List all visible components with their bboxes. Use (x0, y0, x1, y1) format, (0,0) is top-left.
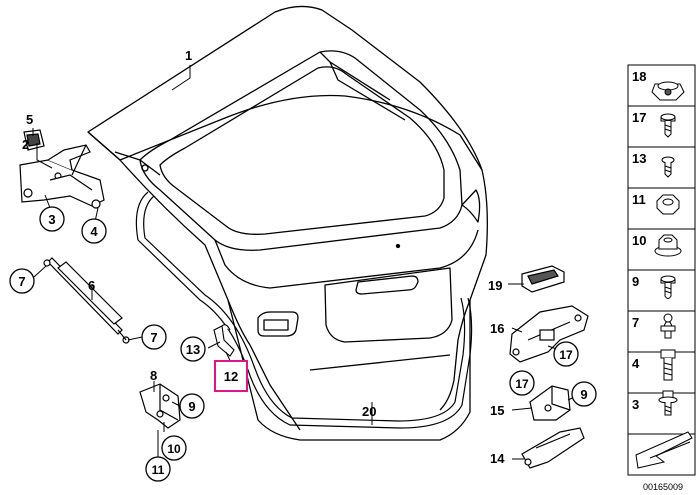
sidebar-item-number: 9 (632, 274, 639, 289)
callout-11: 11 (152, 463, 165, 477)
arrow-icon (635, 431, 693, 469)
doc-id: 00165009 (643, 482, 683, 492)
sidebar-item-number: 13 (632, 151, 646, 166)
callout-19: 19 (488, 278, 502, 293)
sidebar-box (627, 105, 696, 148)
callout-13: 13 (186, 342, 200, 357)
callout-15: 15 (490, 403, 504, 418)
seal-drawing (135, 191, 473, 429)
callout-20: 20 (362, 404, 376, 419)
sidebar-item-number: 17 (632, 110, 646, 125)
callout-10: 10 (167, 442, 181, 456)
fastener-sidebar: 18 17 13 11 10 9 7 4 3 (627, 64, 696, 476)
callout-12[interactable]: 12 (224, 369, 238, 384)
callout-9-actuator: 9 (580, 387, 587, 402)
sidebar-item-number: 4 (632, 356, 640, 371)
callout-8: 8 (150, 368, 157, 383)
sidebar-item-number: 10 (632, 233, 646, 248)
hinge-drawing (19, 129, 105, 209)
gas-strut-drawing (43, 257, 130, 344)
collar-nut-icon (654, 234, 682, 257)
callout-4: 4 (90, 224, 98, 239)
callout-7-strut: 7 (18, 274, 25, 289)
tailgate-drawing (87, 5, 488, 441)
sidebar-item-number: 3 (632, 397, 639, 412)
callout-1: 1 (185, 48, 192, 63)
ball-stud-icon (660, 313, 676, 339)
callout-14: 14 (490, 451, 505, 466)
hex-bolt-icon (660, 349, 676, 381)
sidebar-box (627, 269, 696, 312)
washer-bolt-icon (658, 390, 678, 416)
circled-callouts (9, 206, 597, 482)
callout-6: 6 (88, 278, 95, 293)
callout-17-actuator: 17 (515, 377, 529, 391)
sidebar-item-number: 7 (632, 315, 639, 330)
callout-7-lower: 7 (150, 330, 157, 345)
sidebar-item-number: 11 (632, 192, 646, 207)
lock-drawing (509, 305, 589, 363)
clip-drawing (213, 324, 235, 357)
callout-9-bracket: 9 (188, 399, 195, 414)
rubber-buffer-icon (651, 81, 685, 101)
torx-screw-icon (660, 113, 676, 138)
callout-16: 16 (490, 321, 504, 336)
latch-drawing (521, 265, 565, 293)
leader-lines (32, 65, 582, 462)
small-screw-icon (661, 156, 675, 178)
lock-actuator-drawing (529, 385, 571, 421)
switch-drawing (521, 427, 585, 469)
bracket-drawing (139, 383, 181, 429)
hex-nut-icon (656, 194, 680, 215)
callout-17-lock: 17 (559, 348, 573, 362)
highlight-box (214, 360, 248, 392)
pin-screw-icon (660, 275, 676, 299)
sidebar-item-number: 18 (632, 69, 646, 84)
callout-5: 5 (26, 112, 33, 127)
callout-3: 3 (48, 212, 55, 227)
callout-2: 2 (22, 137, 29, 152)
